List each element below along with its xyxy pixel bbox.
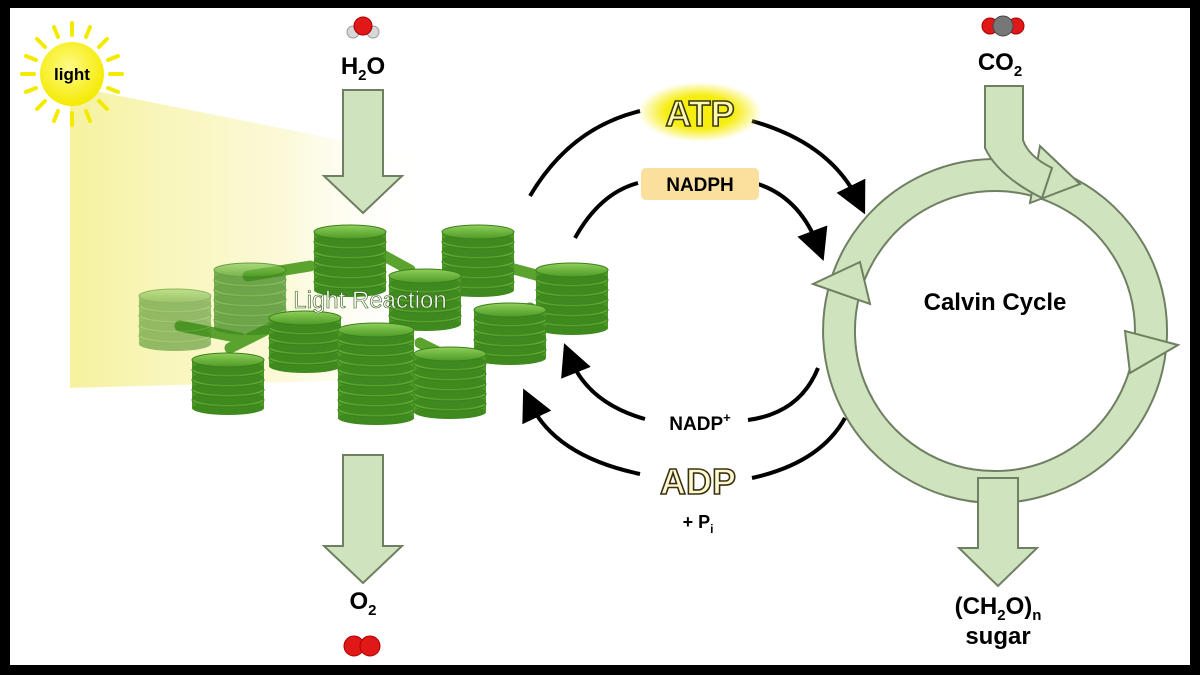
thylakoid-stack bbox=[388, 268, 462, 331]
nadp-return-arrow bbox=[747, 367, 820, 422]
nadp-return-arrow-tail bbox=[561, 343, 646, 421]
sugar-label: sugar bbox=[965, 623, 1030, 650]
oxygen-output-arrow bbox=[321, 454, 405, 585]
thylakoid-disc bbox=[268, 310, 342, 326]
sun-label: light bbox=[54, 65, 90, 84]
calvin-cycle-ring bbox=[810, 143, 1181, 504]
thylakoid-stack bbox=[313, 224, 387, 297]
thylakoid-disc bbox=[213, 262, 287, 278]
light-reaction-label: Light Reaction bbox=[293, 287, 446, 314]
adp-return-arrow-tail bbox=[522, 388, 641, 476]
nadph-transfer-arrow bbox=[573, 181, 639, 239]
thylakoid-disc bbox=[337, 322, 415, 338]
nadp-label: NADP+ bbox=[669, 410, 731, 435]
thylakoid-disc bbox=[413, 346, 487, 362]
thylakoid-disc bbox=[535, 262, 609, 278]
thylakoid-stack bbox=[213, 262, 287, 335]
sugar-formula: (CH2O)n bbox=[955, 593, 1042, 624]
thylakoid-disc bbox=[441, 224, 515, 240]
adp-label: ADP bbox=[660, 461, 736, 502]
nadph-transfer-arrow-tail bbox=[757, 182, 828, 261]
thylakoid-disc bbox=[473, 302, 547, 318]
atp-transfer-arrow-tail bbox=[751, 119, 866, 215]
thylakoid-stack bbox=[191, 352, 265, 415]
thylakoid-disc bbox=[138, 288, 212, 304]
thylakoid-stack bbox=[535, 262, 609, 335]
calvin-cycle-label: Calvin Cycle bbox=[924, 289, 1067, 316]
sun-icon bbox=[20, 21, 124, 127]
co2-label: CO2 bbox=[978, 49, 1022, 80]
oxygen-label: O2 bbox=[349, 588, 376, 619]
thylakoid-grana bbox=[138, 224, 609, 425]
thylakoid-stack bbox=[441, 224, 515, 297]
atp-glow bbox=[638, 82, 762, 142]
cycle-arrowhead-right bbox=[1123, 329, 1181, 375]
oxygen-molecule-icon bbox=[343, 635, 381, 657]
thylakoid-stack bbox=[138, 288, 212, 351]
thylakoid-stack bbox=[413, 346, 487, 419]
atp-transfer-arrow bbox=[528, 109, 641, 198]
thylakoid-disc bbox=[388, 268, 462, 284]
nadph-box bbox=[641, 168, 759, 200]
thylakoid-disc bbox=[313, 224, 387, 240]
co2-input-arrow bbox=[984, 85, 1054, 200]
cycle-arrowhead-left bbox=[810, 260, 872, 306]
adp-return-arrow bbox=[751, 417, 847, 480]
photosynthesis-diagram: light H2O O2 Light Reaction bbox=[20, 15, 1181, 657]
thylakoid-stack bbox=[337, 322, 415, 425]
co2-molecule-icon bbox=[981, 15, 1025, 37]
atp-label: ATP bbox=[665, 93, 734, 134]
phosphate-label: + Pi bbox=[683, 512, 714, 536]
thylakoid-disc bbox=[191, 352, 265, 368]
water-input-arrow bbox=[321, 89, 405, 215]
diagram-canvas: light H2O O2 Light Reaction bbox=[10, 8, 1190, 665]
nadph-label: NADPH bbox=[666, 175, 734, 196]
thylakoid-stack bbox=[268, 310, 342, 373]
sugar-output-arrow bbox=[956, 477, 1040, 588]
water-label: H2O bbox=[341, 53, 385, 84]
water-molecule-icon bbox=[346, 16, 380, 39]
thylakoid-stack bbox=[473, 302, 547, 365]
